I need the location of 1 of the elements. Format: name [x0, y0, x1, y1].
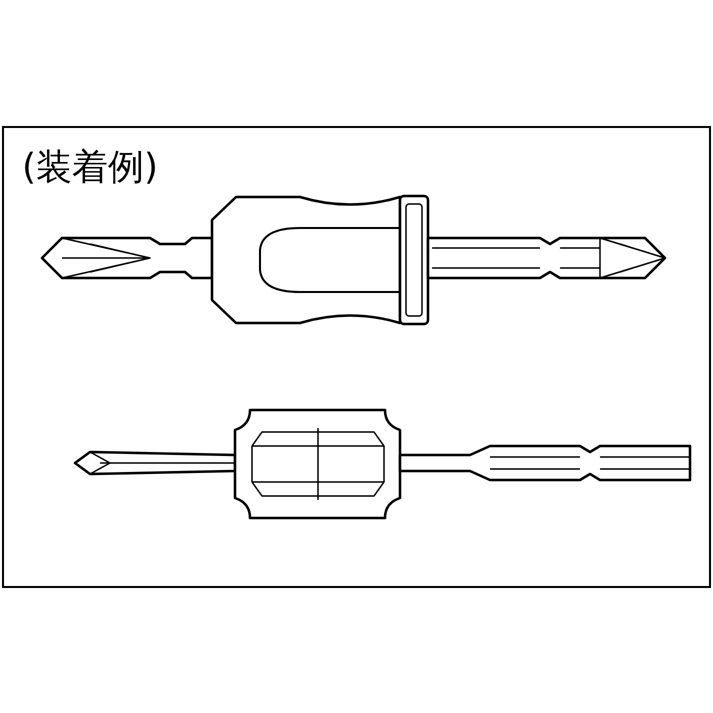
title: (装着例)	[22, 146, 158, 190]
